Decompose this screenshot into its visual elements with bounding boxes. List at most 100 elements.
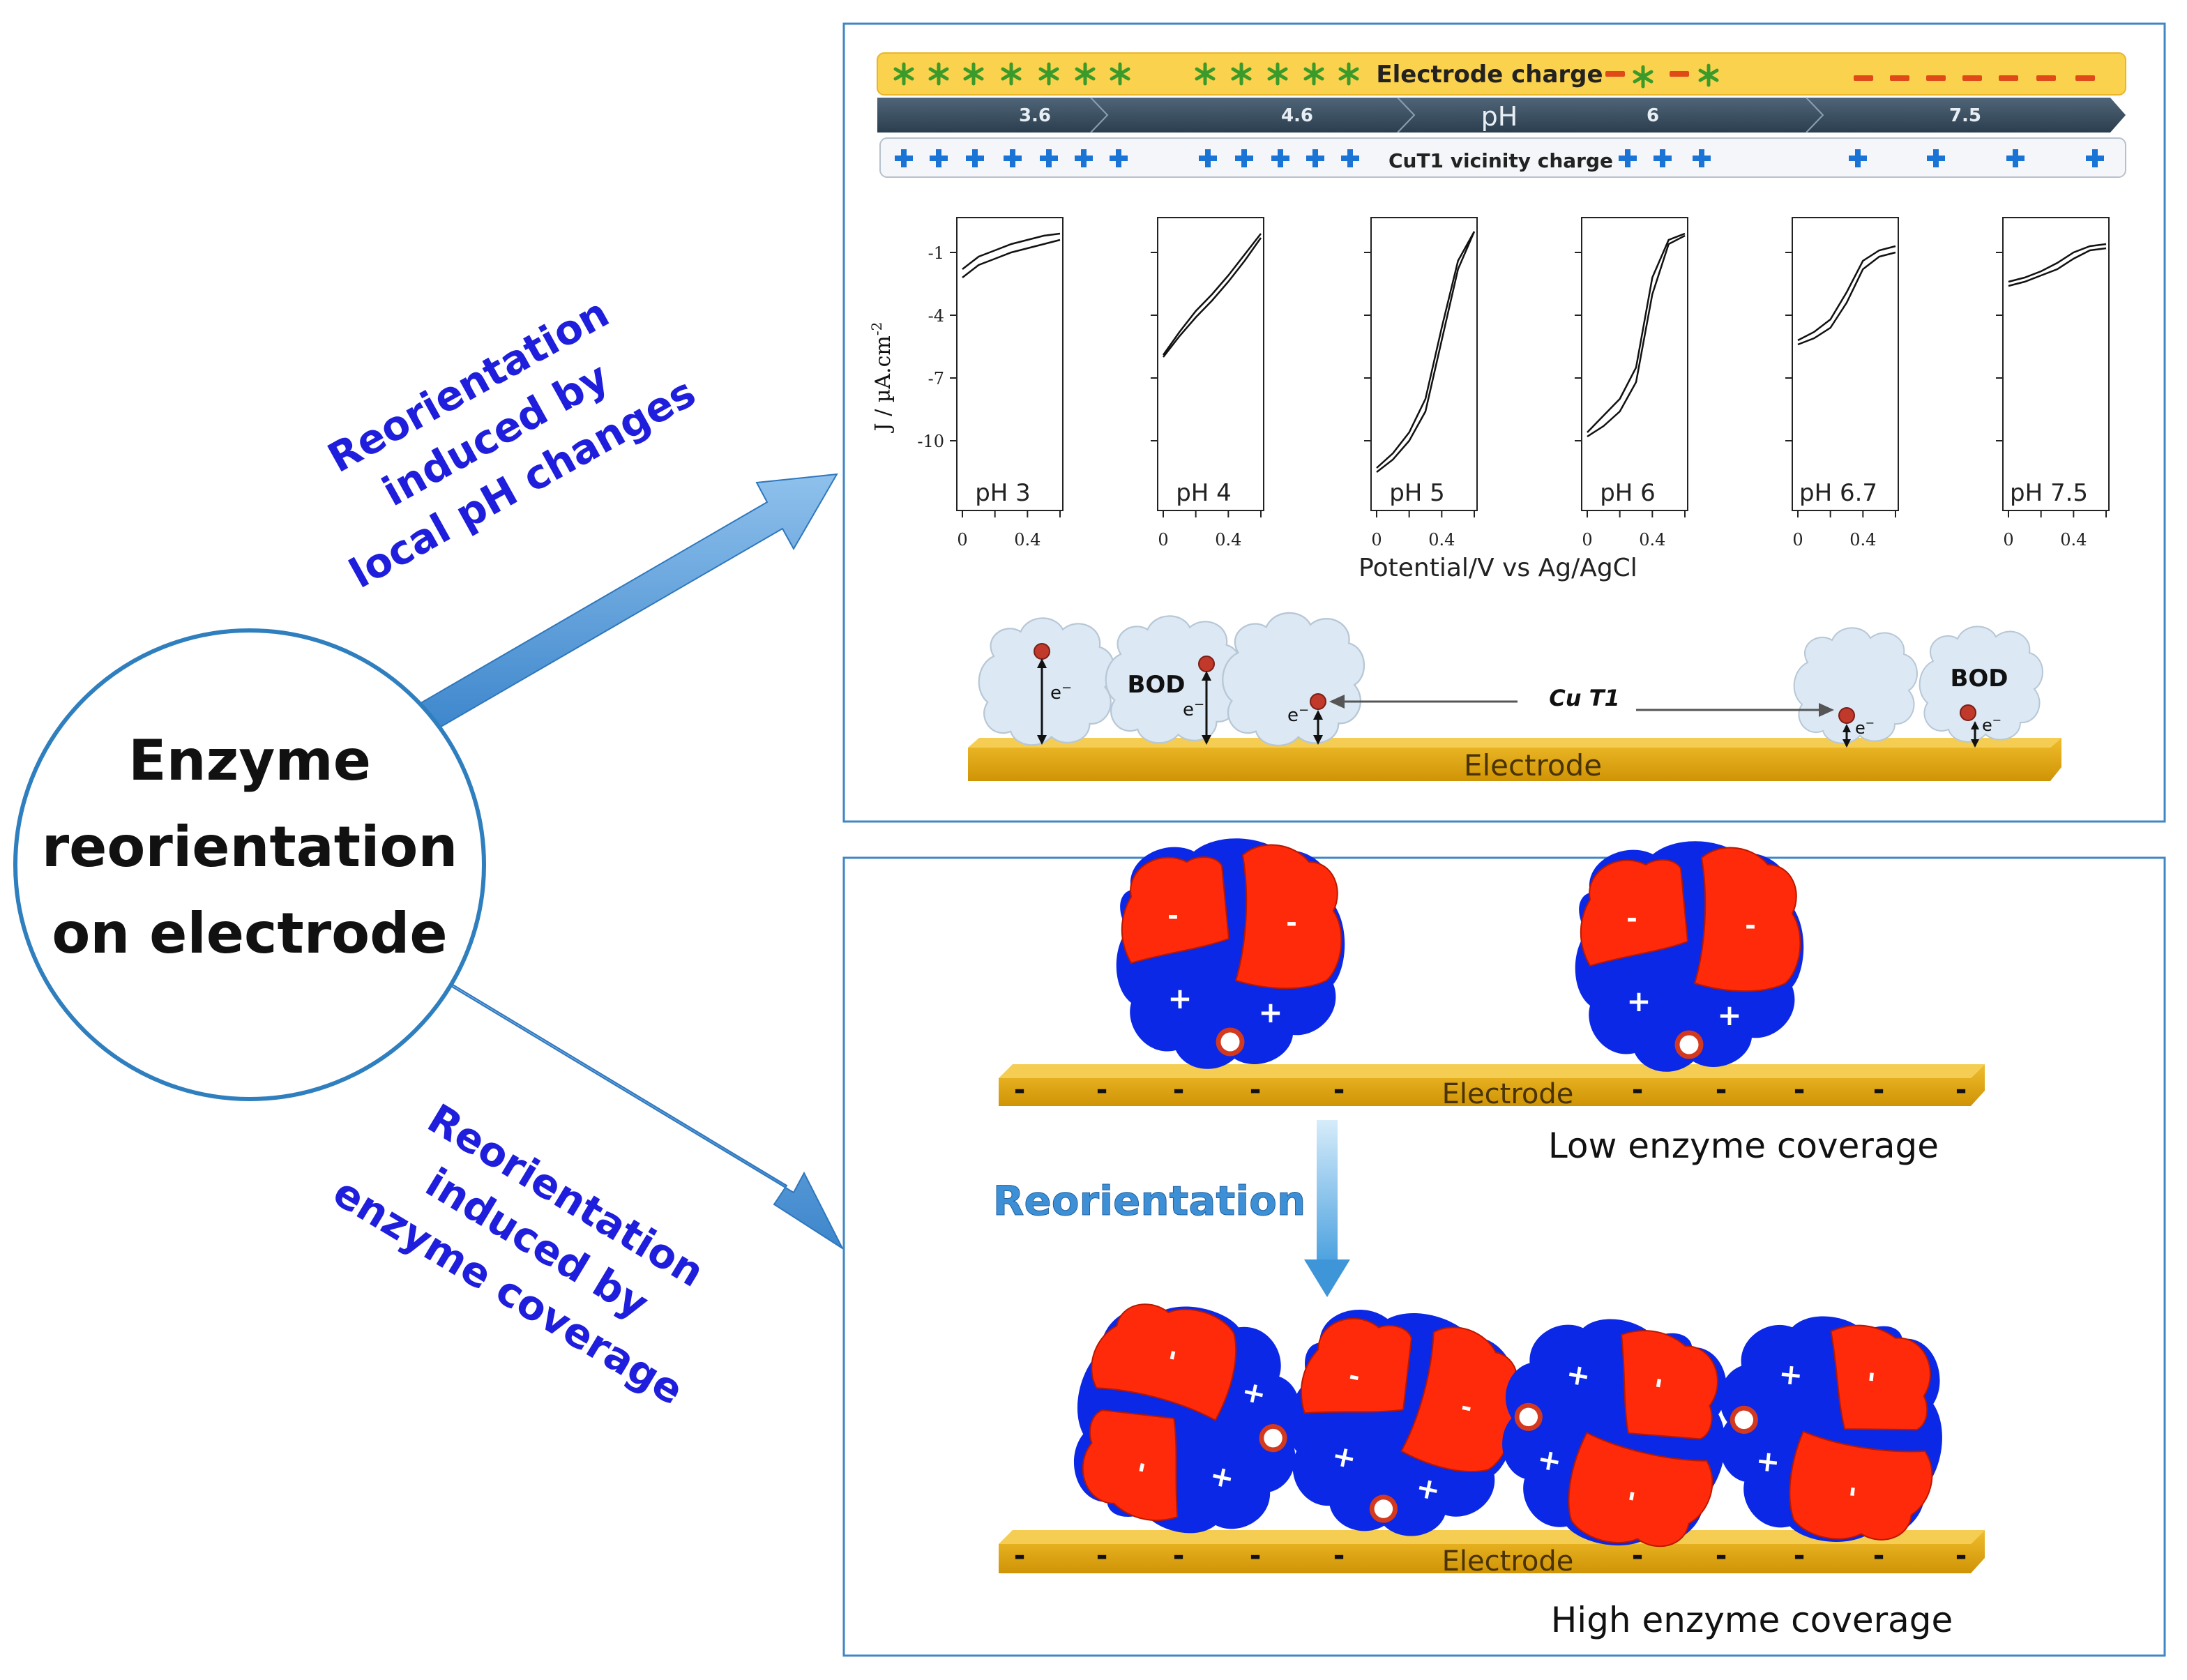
enzyme-red-domain <box>1693 847 1801 992</box>
enzyme-red-domain <box>1091 1303 1237 1421</box>
electron-label: e− <box>1287 703 1309 726</box>
electrode-minus-sign: - <box>1014 1074 1026 1106</box>
bod-enzyme-1: e− <box>978 617 1115 746</box>
ph-value-3: 6 <box>1647 105 1659 126</box>
upper-arrow <box>417 473 838 732</box>
electrode-minus-sign: - <box>1955 1074 1967 1106</box>
reorientation-arrow <box>1304 1120 1350 1297</box>
cv-y-tick-label: -7 <box>928 369 944 388</box>
lower-arrow <box>436 974 845 1250</box>
electrode-charge-bar <box>877 52 2126 96</box>
cv-panel-label: pH 7.5 <box>2010 479 2088 507</box>
cv-x-tick-label: 0.4 <box>1215 530 1241 550</box>
x-axis-label: Potential/V vs Ag/AgCl <box>1359 554 1637 582</box>
high-coverage-label: High enzyme coverage <box>1551 1600 1953 1640</box>
cv-reverse-scan <box>1797 245 1896 342</box>
high-electrode-charges: ---------- <box>1014 1540 1967 1572</box>
cv-panel-frame <box>1581 217 1688 511</box>
cv-x-tick-label: 0.4 <box>1849 530 1876 550</box>
bod-enzyme-4: e− <box>1793 627 1918 748</box>
cv-panel: 0 0.4 pH 4 <box>1151 217 1264 550</box>
cut1-vicinity-bar <box>879 137 2126 178</box>
ph-bar-separators <box>1090 97 1824 133</box>
enzyme-plus: + <box>1773 1361 1809 1388</box>
electrode-minus-sign: - <box>1014 1540 1026 1572</box>
cv-panel-label: pH 6 <box>1600 479 1656 507</box>
high-electrode-label: Electrode <box>1442 1545 1574 1577</box>
center-title-line-1: Enzyme <box>128 728 371 793</box>
center-title-line-3: on electrode <box>52 901 447 966</box>
bod-enzyme-2: BOD e− <box>1105 615 1242 745</box>
ph-bar-label: pH <box>1481 101 1518 132</box>
cv-x-tick-label: 0 <box>1158 530 1168 550</box>
cv-forward-scan <box>1587 234 1686 438</box>
cv-forward-scan <box>1376 231 1476 473</box>
enzyme-cu-site <box>1730 1405 1758 1434</box>
high-coverage-enzymes: --++--++--++--++ <box>1074 1303 1942 1547</box>
top-electrode <box>968 738 2061 781</box>
electrode-minus-sign: - <box>1096 1540 1108 1572</box>
enzyme-red-domain <box>1789 1430 1933 1541</box>
electrode-minus-sign: - <box>1955 1540 1967 1572</box>
enzyme-plus: + <box>1626 984 1651 1018</box>
enzyme-cu-site <box>1514 1402 1543 1431</box>
electrode-minus-sign: - <box>1096 1074 1108 1106</box>
enzyme-red-domain <box>1234 844 1342 990</box>
enzyme-red-domain <box>1082 1409 1179 1522</box>
cut1-pointer-arrows <box>1329 695 1834 717</box>
low-coverage-enzymes: --++--++ <box>1116 838 1804 1072</box>
enzyme: --++ <box>1719 1316 1942 1542</box>
cv-x-tick-label: 0 <box>957 530 967 550</box>
enzyme: --++ <box>1502 1319 1727 1547</box>
enzyme-cu-site <box>1259 1424 1287 1453</box>
enzyme: --++ <box>1116 838 1345 1069</box>
enzyme-plus: + <box>1717 998 1741 1032</box>
enzyme: --++ <box>1288 1310 1518 1536</box>
cv-panel-frame <box>956 217 1064 511</box>
low-coverage-label: Low enzyme coverage <box>1548 1126 1939 1166</box>
electrode-minus-sign: - <box>1794 1074 1806 1106</box>
cv-x-tick-label: 0 <box>1582 530 1592 550</box>
cv-panel-label: pH 4 <box>1176 479 1232 507</box>
enzyme-minus: - <box>1626 903 1637 934</box>
y-axis-label: J / µA.cm-2 <box>868 322 895 434</box>
cv-x-tick-label: 0 <box>1371 530 1382 550</box>
low-electrode-label: Electrode <box>1442 1078 1574 1110</box>
enzyme-plus: + <box>1258 995 1282 1029</box>
enzyme-minus: - <box>1838 1485 1870 1499</box>
cv-x-tick-label: 0 <box>1792 530 1803 550</box>
electrode-minus-sign: - <box>1632 1540 1644 1572</box>
bod-label-2: BOD <box>1950 665 2008 693</box>
bod-label-1: BOD <box>1127 671 1185 699</box>
electrode-minus-sign: - <box>1250 1074 1262 1106</box>
cv-x-tick-label: 0.4 <box>1428 530 1455 550</box>
enzyme-minus: - <box>1857 1370 1889 1384</box>
electron-label: e− <box>1982 713 2001 735</box>
high-coverage-electrode <box>999 1530 1985 1573</box>
cv-y-tick-label: -10 <box>917 432 944 451</box>
cv-y-tick-label: -4 <box>928 306 944 326</box>
cv-reverse-scan <box>1162 233 1262 356</box>
enzyme-minus: - <box>1644 1375 1677 1391</box>
ph-value-4: 7.5 <box>1949 105 1981 126</box>
low-electrode-charges: ---------- <box>1014 1074 1967 1106</box>
electrode-minus-sign: - <box>1173 1540 1185 1572</box>
ph-bar <box>877 98 2126 133</box>
electrode-minus-sign: - <box>1632 1074 1644 1106</box>
electron-label: e− <box>1050 681 1072 704</box>
cv-x-tick-label: 0 <box>2003 530 2013 550</box>
cv-reverse-scan <box>962 232 1061 270</box>
enzyme-red-domain <box>1580 859 1689 967</box>
ph-value-2: 4.6 <box>1281 105 1313 126</box>
cv-forward-scan <box>1163 237 1262 358</box>
enzyme-cu-site <box>1674 1030 1704 1059</box>
cv-panel-frame <box>1157 217 1264 511</box>
enzyme-red-domain <box>1121 856 1230 964</box>
top-electrode-label: Electrode <box>1464 748 1602 782</box>
enzyme: --++ <box>1074 1303 1301 1534</box>
